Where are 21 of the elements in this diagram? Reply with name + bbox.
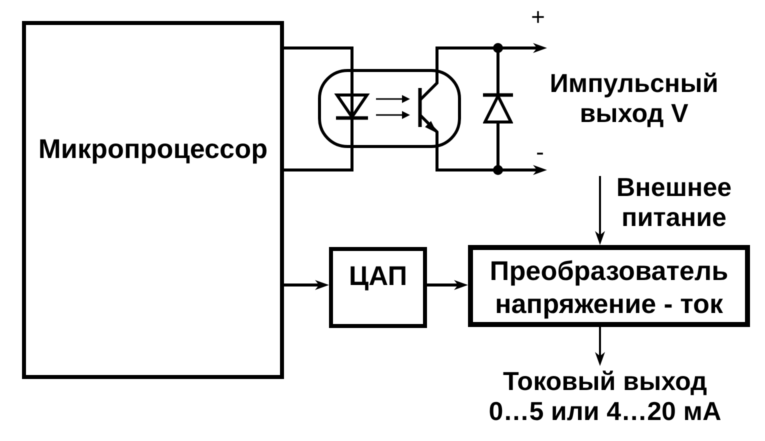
block-box (22, 21, 284, 379)
arrow (513, 165, 547, 175)
output-label: Токовый выход 0…5 или 4…20 мА (480, 366, 730, 426)
connector-line (284, 148, 354, 172)
block-box (329, 247, 427, 328)
output-label: Импульсный выход V (548, 68, 720, 128)
block-label: Микропроцессор (38, 133, 268, 166)
connector-line (436, 148, 483, 172)
arrow (595, 327, 605, 366)
block-label: Преобразователь напряжение - ток (488, 255, 730, 321)
block-box (468, 245, 750, 327)
block-label: ЦАП (348, 260, 408, 293)
arrow (513, 43, 547, 53)
connector-line (436, 46, 483, 69)
input-label: Внешнее питание (604, 172, 744, 232)
optocoupler-symbol (318, 69, 461, 148)
arrow (284, 280, 329, 290)
arrow (427, 280, 468, 290)
diode-symbol (483, 42, 513, 176)
connector-line (284, 46, 354, 69)
arrow (595, 176, 605, 245)
